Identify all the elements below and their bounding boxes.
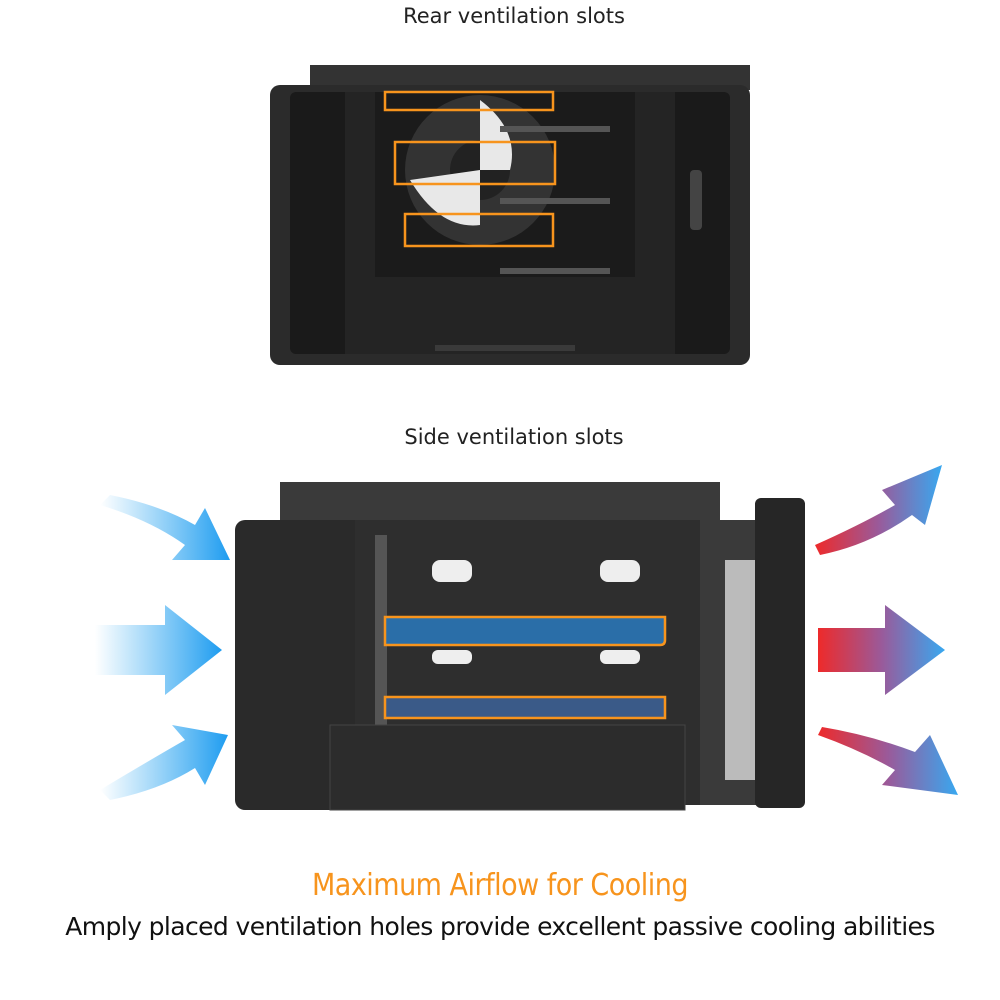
rear-enclosure-image [270,65,750,365]
headline: Maximum Airflow for Cooling [311,868,689,903]
description: Amply placed ventilation holes provide e… [65,912,935,941]
intake-arrow-icon [100,495,230,560]
rear-ventilation-label: Rear ventilation slots [403,4,625,28]
intake-arrows [95,495,230,800]
intake-arrow-icon [95,605,222,695]
exhaust-arrow-icon [818,727,958,795]
intake-arrow-icon [100,725,228,800]
side-ventilation-label: Side ventilation slots [404,425,624,449]
exhaust-arrow-icon [815,465,942,555]
exhaust-arrow-icon [818,605,945,695]
exhaust-arrows [815,465,958,795]
side-enclosure-image [235,482,805,811]
